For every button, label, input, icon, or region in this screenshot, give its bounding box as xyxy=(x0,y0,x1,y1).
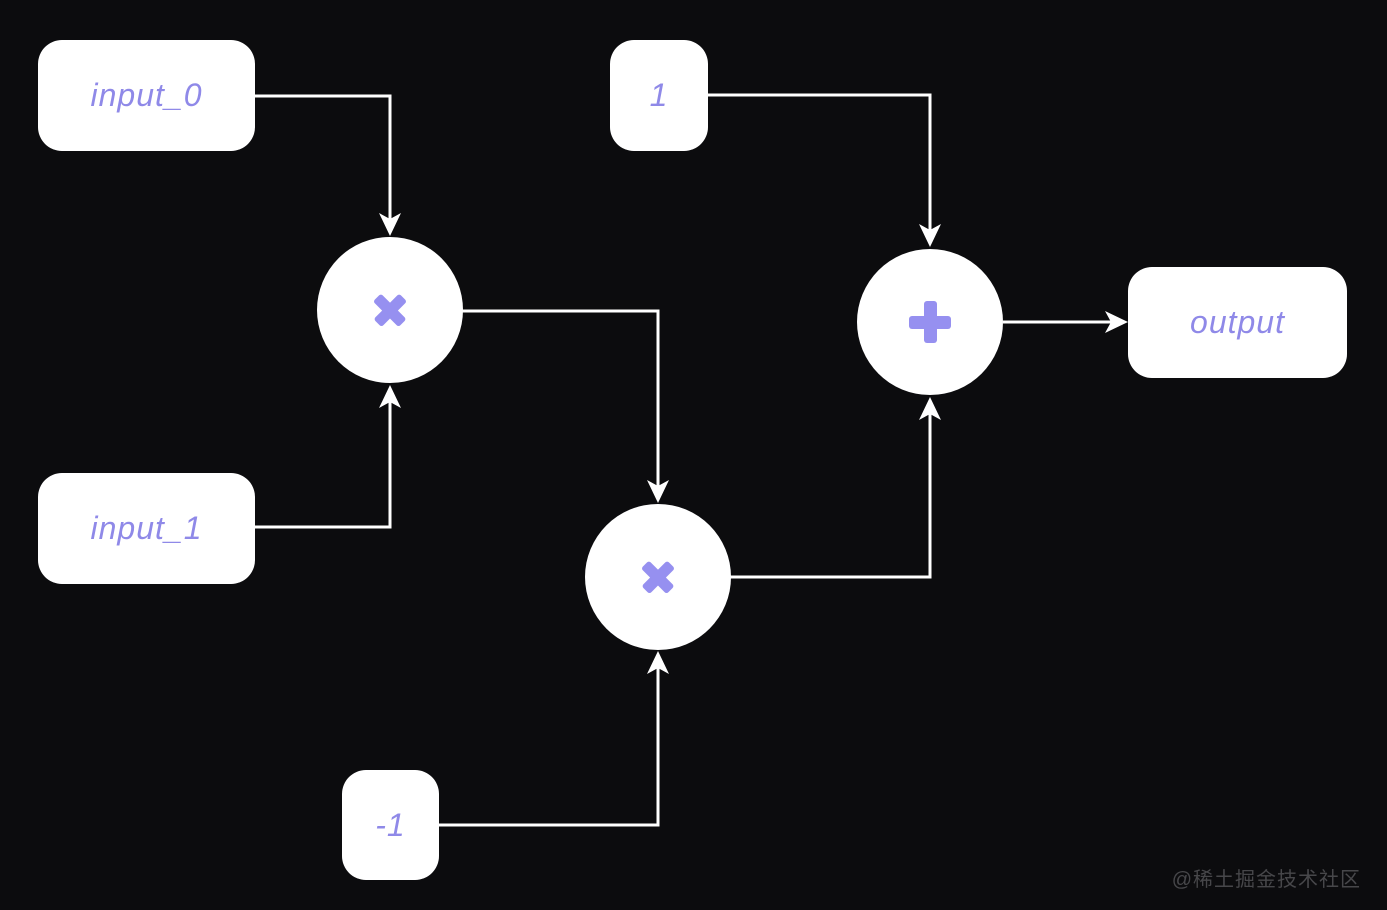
node-label: 1 xyxy=(649,77,669,113)
node-label: -1 xyxy=(375,806,406,843)
edge-multiply1-to-add0 xyxy=(730,397,941,579)
arrowhead-up-icon xyxy=(379,385,401,408)
edge-input0-to-multiply0 xyxy=(255,94,401,236)
arrowhead-down-icon xyxy=(647,480,669,503)
edge-input1-to-multiply0 xyxy=(255,385,401,529)
node-label: input_1 xyxy=(90,510,203,546)
edge-line xyxy=(439,668,660,827)
node-multiply-0 xyxy=(317,237,463,383)
node-add-0 xyxy=(857,249,1003,395)
arrowhead-down-icon xyxy=(919,224,941,247)
node-constant-1: 1 xyxy=(610,40,708,151)
node-constant-neg1: -1 xyxy=(342,770,439,880)
node-input-0: input_0 xyxy=(38,40,255,151)
watermark: @稀土掘金技术社区 xyxy=(1171,869,1361,891)
multiply-icon xyxy=(632,551,683,602)
edge-line xyxy=(462,309,660,486)
node-label: input_0 xyxy=(90,77,203,113)
edge-line xyxy=(708,93,932,230)
node-multiply-1 xyxy=(585,504,731,650)
arrowhead-up-icon xyxy=(919,397,941,420)
arrowhead-up-icon xyxy=(647,651,669,674)
node-input-1: input_1 xyxy=(38,473,255,584)
edge-line xyxy=(255,94,392,219)
edge-multiply0-to-multiply1 xyxy=(462,309,669,503)
edge-line xyxy=(730,414,932,579)
multiply-icon xyxy=(364,284,415,335)
node-output: output xyxy=(1128,267,1347,378)
edge-const1-to-add0 xyxy=(708,93,941,247)
edge-line xyxy=(255,402,392,529)
arrowhead-down-icon xyxy=(379,213,401,236)
node-label: output xyxy=(1190,304,1285,340)
plus-icon xyxy=(909,301,951,343)
edge-constneg1-to-multiply1 xyxy=(439,651,669,827)
edge-add0-to-output xyxy=(1003,311,1128,333)
arrowhead-right-icon xyxy=(1105,311,1128,333)
